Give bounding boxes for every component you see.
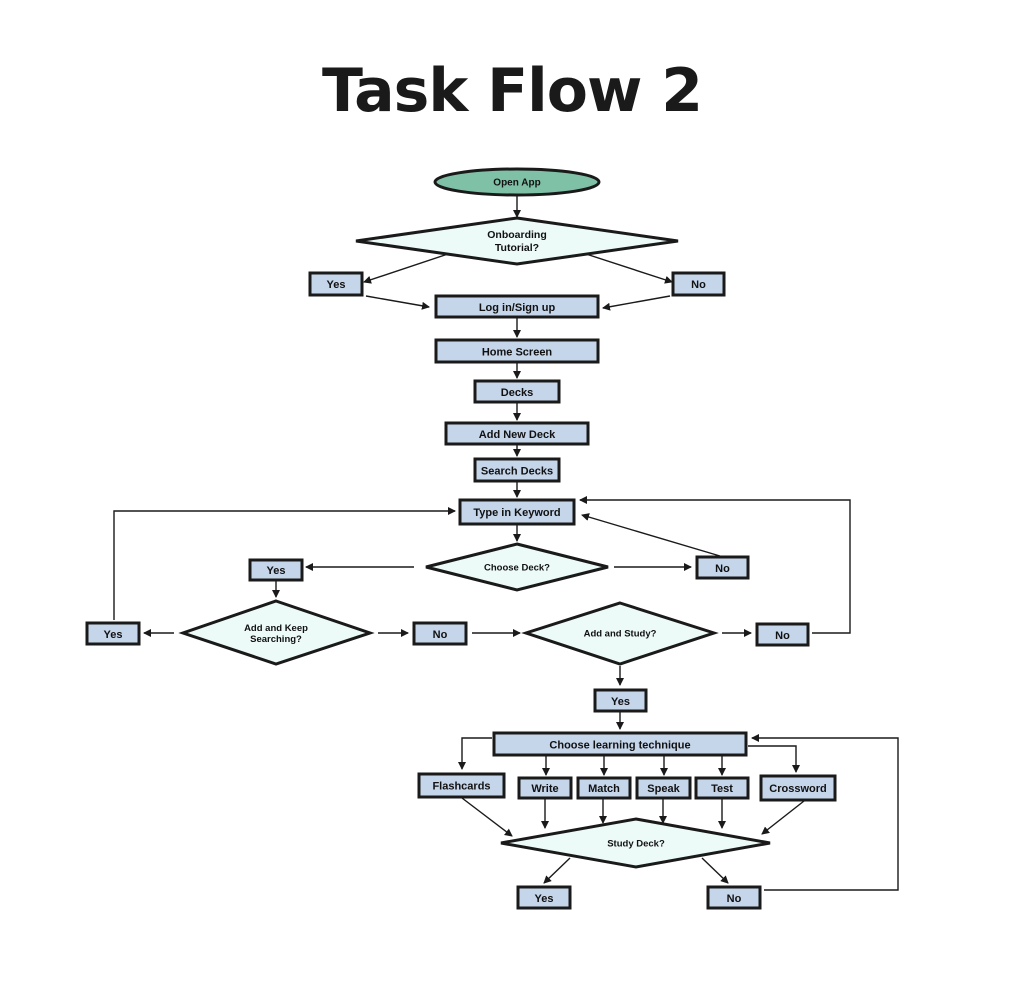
node-onboarding-yes: Yes [308, 271, 364, 297]
node-type-keyword-label: Type in Keyword [473, 507, 560, 519]
page-title: Task Flow 2 [321, 56, 703, 126]
node-add-study-label: Add and Study? [584, 629, 657, 640]
node-keep-searching-yes-label: Yes [104, 629, 123, 641]
node-onboarding-no: No [671, 271, 726, 297]
flow-edges [113, 196, 899, 891]
edge-study-yes [543, 857, 571, 884]
edge-crossword-study [761, 800, 805, 835]
node-study-deck: Study Deck? [500, 817, 771, 869]
node-choose-technique-label: Choose learning technique [549, 740, 690, 752]
edge-onboarding-yes [363, 253, 449, 284]
node-open-app: Open App [433, 167, 601, 197]
node-keep-searching-label-1: Add and Keep [244, 623, 308, 634]
node-onboarding-yes-label: Yes [327, 279, 346, 291]
node-crossword-label: Crossword [769, 783, 826, 795]
edge-choose-no-back [581, 513, 721, 557]
node-search-decks-label: Search Decks [481, 466, 553, 478]
edge-study-no [701, 857, 729, 884]
node-speak-label: Speak [647, 783, 680, 795]
edge-no-login [602, 295, 671, 311]
node-login: Log in/Sign up [434, 294, 600, 319]
node-flashcards: Flashcards [417, 772, 506, 799]
node-decks-label: Decks [501, 387, 533, 399]
node-choose-deck-no-label: No [715, 563, 730, 575]
node-add-new-deck: Add New Deck [444, 421, 590, 446]
node-add-new-deck-label: Add New Deck [479, 429, 556, 441]
node-speak: Speak [635, 776, 692, 800]
node-write-label: Write [531, 783, 558, 795]
node-keep-searching-no: No [412, 621, 468, 646]
node-onboarding: Onboarding Tutorial? [355, 216, 679, 266]
node-test-label: Test [711, 783, 733, 795]
node-search-decks: Search Decks [473, 457, 561, 483]
node-onboarding-label-2: Tutorial? [495, 242, 539, 254]
node-keep-searching-label-2: Searching? [250, 634, 302, 645]
edge-onboarding-no [585, 253, 673, 284]
node-add-study-no-label: No [775, 630, 790, 642]
node-open-app-label: Open App [493, 178, 540, 189]
edge-flashcards-study [461, 797, 513, 837]
node-study-yes-label: Yes [535, 893, 554, 905]
node-test: Test [694, 776, 750, 800]
edge-keepsearch-yes-loop [113, 507, 456, 620]
edge-addstudy-no-loop [579, 496, 851, 634]
node-write: Write [517, 776, 573, 800]
edge-study-no-loop [751, 734, 899, 891]
edge-technique-crossword [748, 745, 800, 773]
node-study-no: No [706, 885, 762, 910]
node-choose-technique: Choose learning technique [492, 731, 748, 757]
node-keep-searching-yes: Yes [85, 621, 141, 646]
node-choose-deck-yes-label: Yes [267, 565, 286, 577]
node-add-study: Add and Study? [521, 601, 719, 666]
edge-yes-login [365, 295, 430, 310]
node-add-study-no: No [755, 622, 810, 647]
node-decks: Decks [473, 379, 561, 404]
node-type-keyword: Type in Keyword [458, 498, 576, 526]
node-choose-deck-label: Choose Deck? [484, 563, 550, 574]
node-choose-deck-yes: Yes [248, 558, 304, 582]
node-onboarding-no-label: No [691, 279, 706, 291]
node-add-study-yes: Yes [593, 688, 648, 713]
node-match-label: Match [588, 783, 620, 795]
node-onboarding-label-1: Onboarding [487, 229, 547, 241]
node-keep-searching-no-label: No [433, 629, 448, 641]
node-crossword: Crossword [759, 774, 837, 802]
node-home-screen: Home Screen [434, 338, 600, 364]
node-study-deck-label: Study Deck? [607, 839, 665, 850]
node-keep-searching: Add and Keep Searching? [178, 599, 375, 666]
edge-technique-flashcards [458, 737, 492, 770]
node-study-no-label: No [727, 893, 742, 905]
node-choose-deck: Choose Deck? [425, 542, 609, 592]
node-study-yes: Yes [516, 885, 572, 910]
node-login-label: Log in/Sign up [479, 302, 556, 314]
node-home-screen-label: Home Screen [482, 347, 553, 359]
node-choose-deck-no: No [695, 555, 750, 580]
node-match: Match [576, 776, 632, 800]
node-add-study-yes-label: Yes [611, 696, 630, 708]
node-flashcards-label: Flashcards [432, 781, 490, 793]
